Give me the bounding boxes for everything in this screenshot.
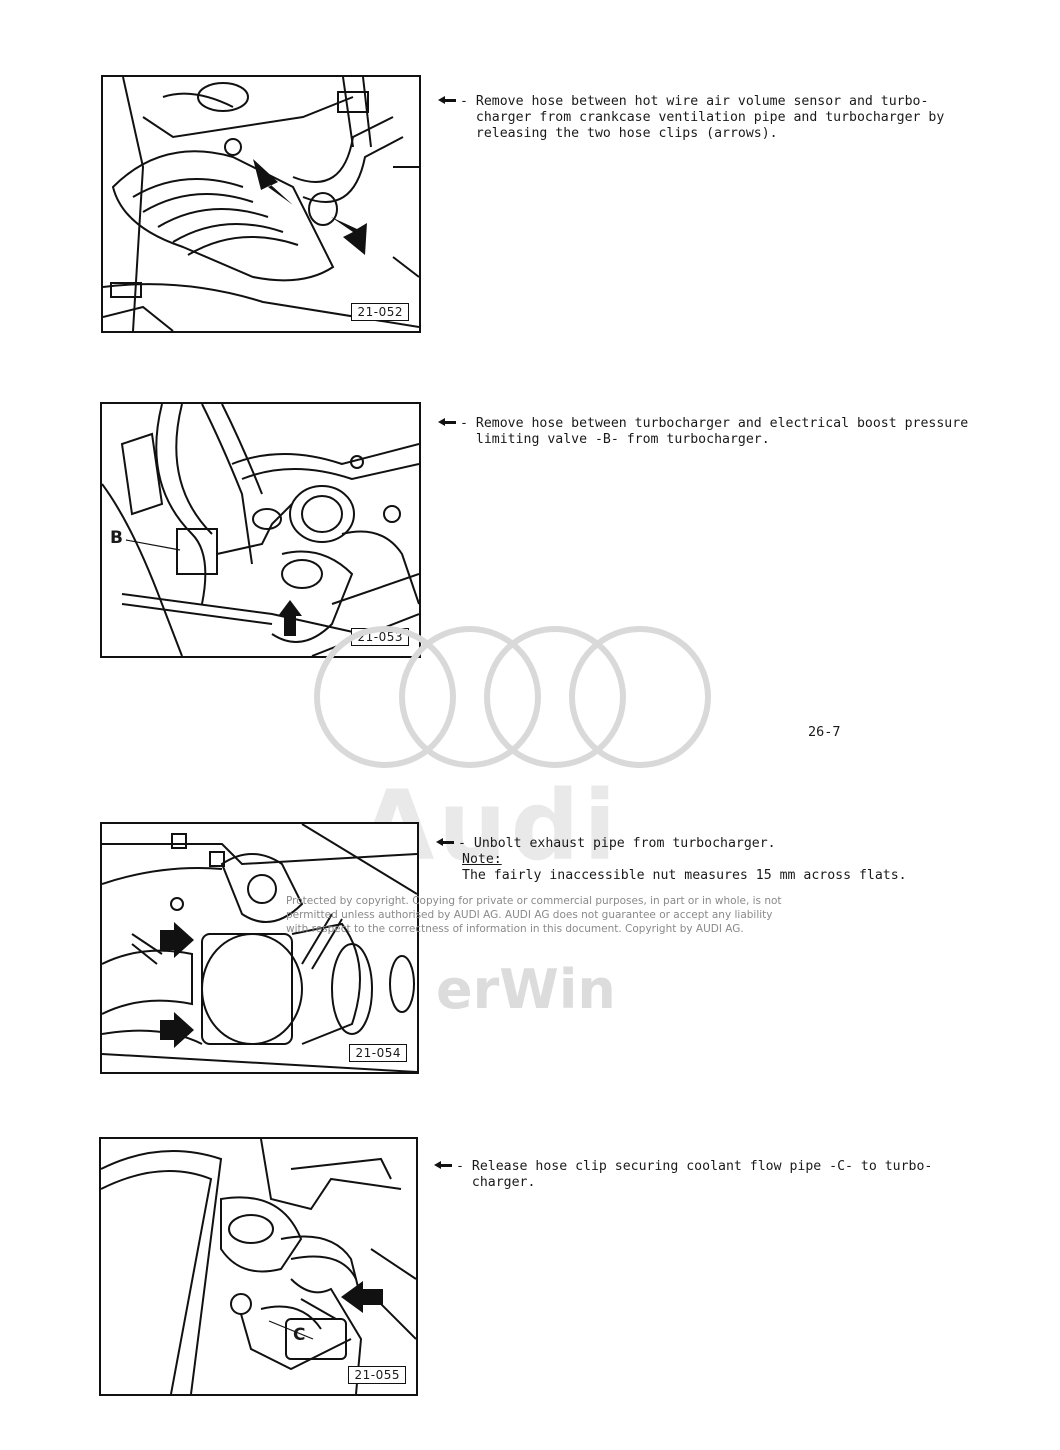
step-text-2: - Remove hose between turbocharger and e… [438, 400, 969, 448]
step-line: charger. [456, 1175, 536, 1190]
step-line: - Remove hose between hot wire air volum… [460, 94, 929, 109]
step-line: - Remove hose between turbocharger and e… [460, 416, 969, 431]
step-line: releasing the two hose clips (arrows). [460, 126, 778, 141]
arrow-left-icon [434, 1160, 452, 1169]
arrow-left-icon [438, 417, 456, 426]
page-number: 26-7 [808, 724, 841, 740]
callout-label-c: C [293, 1325, 306, 1345]
engine-illustration-exhaust-pipe [102, 824, 417, 1072]
step-text-1: - Remove hose between hot wire air volum… [438, 78, 945, 142]
figure-21-052: 21-052 [101, 75, 421, 333]
copyright-notice: Protected by copyright. Copying for priv… [286, 895, 782, 935]
figure-number: 21-052 [351, 303, 409, 321]
arrow-left-icon [438, 95, 456, 104]
figure-21-055: C 21-055 [99, 1137, 418, 1396]
step-line: - Unbolt exhaust pipe from turbocharger. [458, 836, 776, 851]
callout-label-b: B [110, 528, 123, 548]
step-line: charger from crankcase ventilation pipe … [460, 110, 945, 125]
figure-21-053: B 21-053 [100, 402, 421, 658]
step-text-3: - Unbolt exhaust pipe from turbocharger.… [436, 820, 907, 884]
note-text: The fairly inaccessible nut measures 15 … [462, 868, 907, 883]
step-text-4: - Release hose clip securing coolant flo… [434, 1143, 933, 1191]
step-line: limiting valve -B- from turbocharger. [460, 432, 770, 447]
engine-illustration-coolant-pipe [101, 1139, 416, 1394]
engine-illustration-boost-valve [102, 404, 419, 656]
figure-number: 21-055 [348, 1366, 406, 1384]
engine-illustration-hose-clips [103, 77, 419, 331]
step-line: - Release hose clip securing coolant flo… [456, 1159, 933, 1174]
note-label: Note: [462, 852, 502, 867]
arrow-left-icon [436, 837, 454, 846]
app-watermark: erWin [436, 958, 616, 1021]
figure-21-054: 21-054 [100, 822, 419, 1074]
audi-rings-watermark [314, 626, 711, 768]
figure-number: 21-054 [349, 1044, 407, 1062]
